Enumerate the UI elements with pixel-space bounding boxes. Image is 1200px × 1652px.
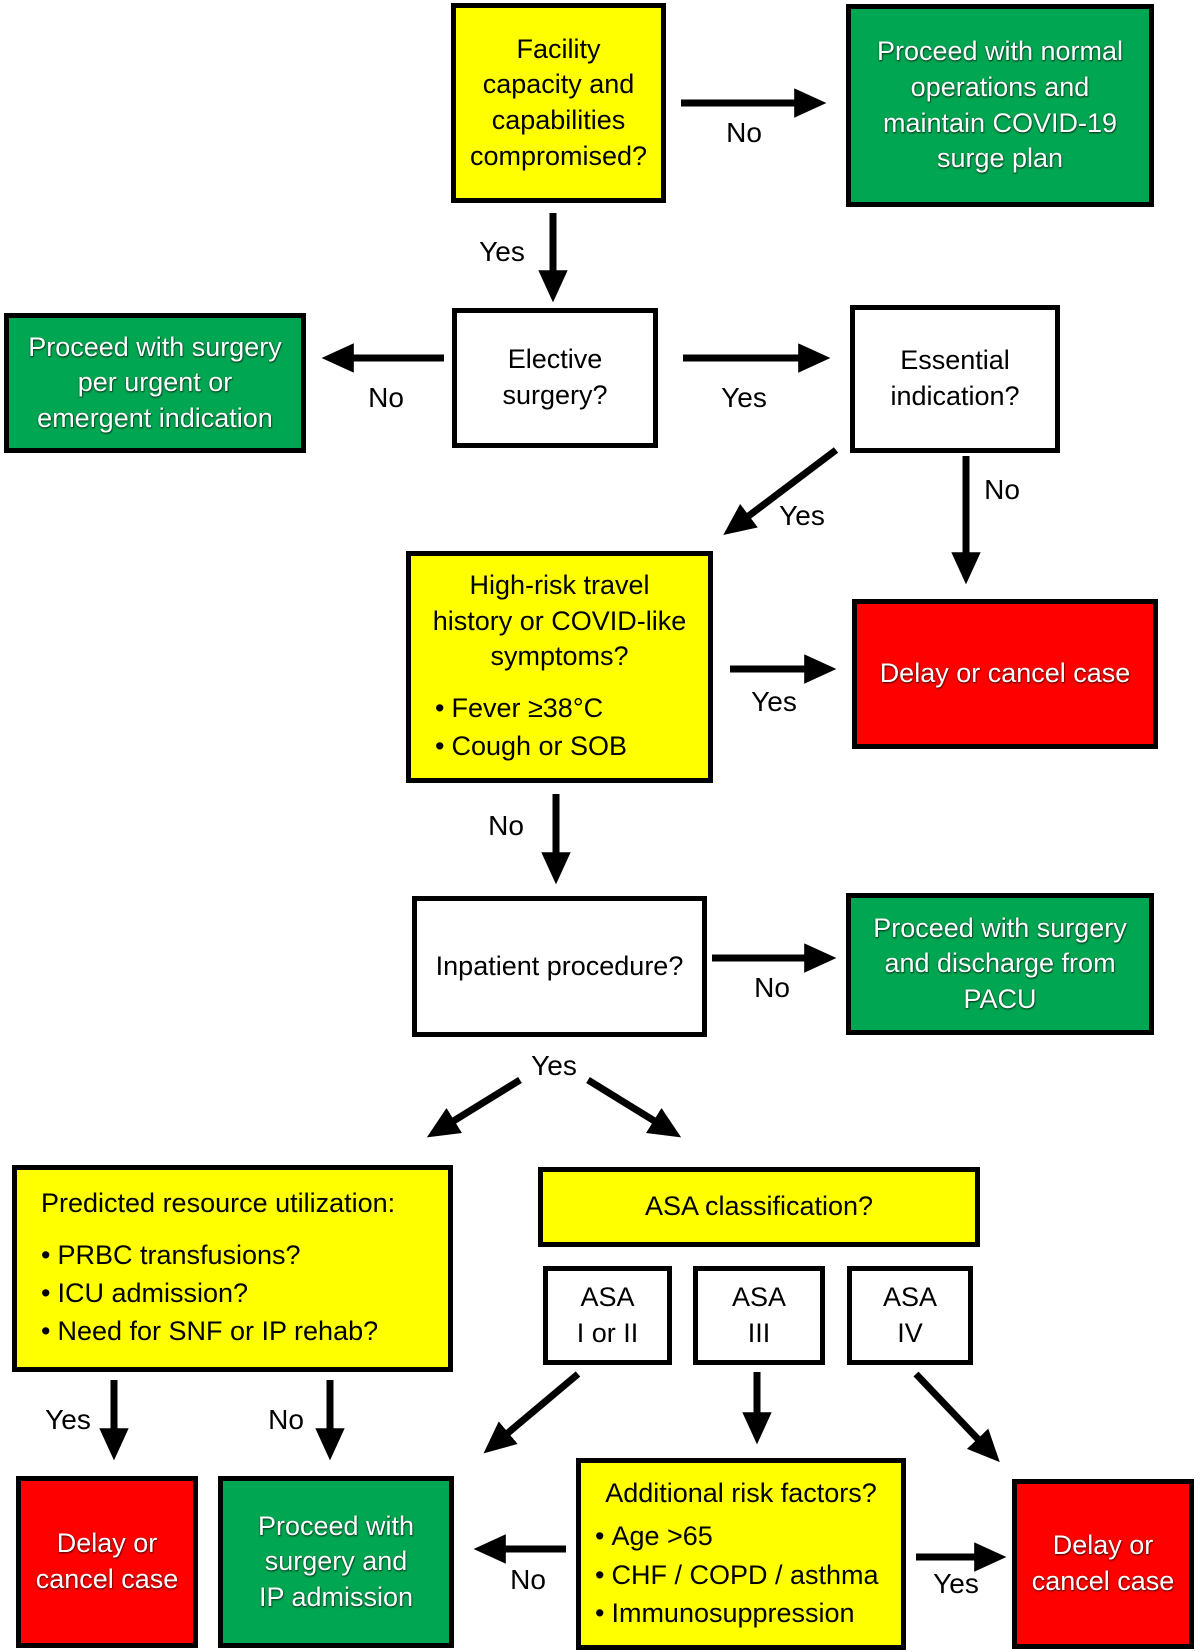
arrow-inpatient-yes-right — [586, 1077, 682, 1138]
node-delay-cancel-left-text: Delay or cancel case — [35, 1528, 179, 1594]
node-proceed-normal-operations-text: Proceed with normal operations and maint… — [876, 36, 1124, 174]
node-asa-1-2-text: ASA I or II — [576, 1281, 639, 1348]
edge-label-highrisk-no: No — [488, 810, 524, 841]
resource-bullets: PRBC transfusions? ICU admission? Need f… — [17, 1236, 448, 1351]
bullet-age: Age >65 — [595, 1517, 891, 1555]
node-proceed-ip-admission: Proceed with surgery and IP admission — [218, 1476, 454, 1648]
node-delay-cancel-right-text: Delay or cancel case — [1031, 1530, 1175, 1596]
node-elective-surgery: Elective surgery? — [452, 308, 658, 448]
bullet-prbc: PRBC transfusions? — [41, 1236, 438, 1274]
edge-label-risk-yes: Yes — [933, 1568, 979, 1599]
bullet-fever: Fever ≥38°C — [435, 689, 698, 727]
node-additional-risk-factors: Additional risk factors? Age >65 CHF / C… — [576, 1458, 906, 1650]
node-asa-3-text: ASA III — [731, 1281, 787, 1348]
node-proceed-discharge-pacu-text: Proceed with surgery and discharge from … — [873, 912, 1127, 1014]
arrow-asa12-to-ip — [483, 1371, 581, 1454]
arrow-inpatient-yes-left — [426, 1077, 522, 1138]
edge-label-essential-no: No — [984, 474, 1020, 505]
node-predicted-resource-utilization-text: Predicted resource utilization: — [41, 1188, 396, 1219]
node-high-risk-symptoms-text: High-risk travel history or COVID-like s… — [432, 570, 687, 672]
node-predicted-resource-utilization: Predicted resource utilization: PRBC tra… — [12, 1165, 453, 1372]
node-essential-indication-text: Essential indication? — [890, 345, 1020, 411]
bullet-immuno: Immunosuppression — [595, 1594, 891, 1632]
node-facility-capacity: Facility capacity and capabilities compr… — [451, 3, 666, 203]
edge-label-elective-no: No — [368, 382, 404, 413]
edge-label-resource-yes: Yes — [45, 1404, 91, 1435]
node-additional-risk-factors-text: Additional risk factors? — [605, 1477, 877, 1508]
node-asa-4-text: ASA IV — [882, 1281, 938, 1348]
edge-label-facility-no: No — [726, 117, 762, 148]
bullet-icu: ICU admission? — [41, 1274, 438, 1312]
node-asa-3: ASA III — [693, 1266, 825, 1365]
node-asa-1-2: ASA I or II — [543, 1266, 672, 1365]
node-delay-cancel-mid-text: Delay or cancel case — [879, 658, 1131, 689]
edge-label-highrisk-yes: Yes — [751, 686, 797, 717]
node-high-risk-symptoms: High-risk travel history or COVID-like s… — [406, 551, 713, 783]
bullet-chf-copd: CHF / COPD / asthma — [595, 1556, 891, 1594]
edge-label-resource-no: No — [268, 1404, 304, 1435]
edge-label-risk-no: No — [510, 1564, 546, 1595]
high-risk-symptoms-bullets: Fever ≥38°C Cough or SOB — [411, 689, 708, 766]
node-delay-cancel-left: Delay or cancel case — [16, 1476, 198, 1648]
node-proceed-normal-operations: Proceed with normal operations and maint… — [846, 4, 1154, 207]
edge-label-facility-yes: Yes — [479, 236, 525, 267]
edge-label-inpatient-yes: Yes — [531, 1050, 577, 1081]
arrow-asa4-to-delay — [913, 1371, 1000, 1463]
risk-factors-bullets: Age >65 CHF / COPD / asthma Immunosuppre… — [581, 1517, 901, 1632]
bullet-cough: Cough or SOB — [435, 727, 698, 765]
node-asa-classification-text: ASA classification? — [644, 1191, 874, 1222]
node-inpatient-procedure: Inpatient procedure? — [412, 896, 707, 1037]
bullet-snf: Need for SNF or IP rehab? — [41, 1312, 438, 1350]
edge-label-essential-yes: Yes — [779, 500, 825, 531]
node-proceed-urgent-emergent-text: Proceed with surgery per urgent or emerg… — [28, 331, 282, 433]
edge-label-elective-yes: Yes — [721, 382, 767, 413]
node-inpatient-procedure-text: Inpatient procedure? — [435, 950, 684, 981]
node-proceed-discharge-pacu: Proceed with surgery and discharge from … — [846, 893, 1154, 1035]
node-elective-surgery-text: Elective surgery? — [502, 344, 608, 410]
node-proceed-ip-admission-text: Proceed with surgery and IP admission — [257, 1510, 415, 1612]
node-asa-classification: ASA classification? — [538, 1167, 980, 1247]
node-essential-indication: Essential indication? — [850, 305, 1060, 453]
node-asa-4: ASA IV — [847, 1266, 973, 1365]
node-delay-cancel-mid: Delay or cancel case — [852, 599, 1158, 749]
edge-label-inpatient-no: No — [754, 972, 790, 1003]
node-proceed-urgent-emergent: Proceed with surgery per urgent or emerg… — [4, 313, 306, 453]
node-delay-cancel-right: Delay or cancel case — [1012, 1479, 1194, 1649]
node-facility-capacity-text: Facility capacity and capabilities compr… — [469, 33, 648, 171]
